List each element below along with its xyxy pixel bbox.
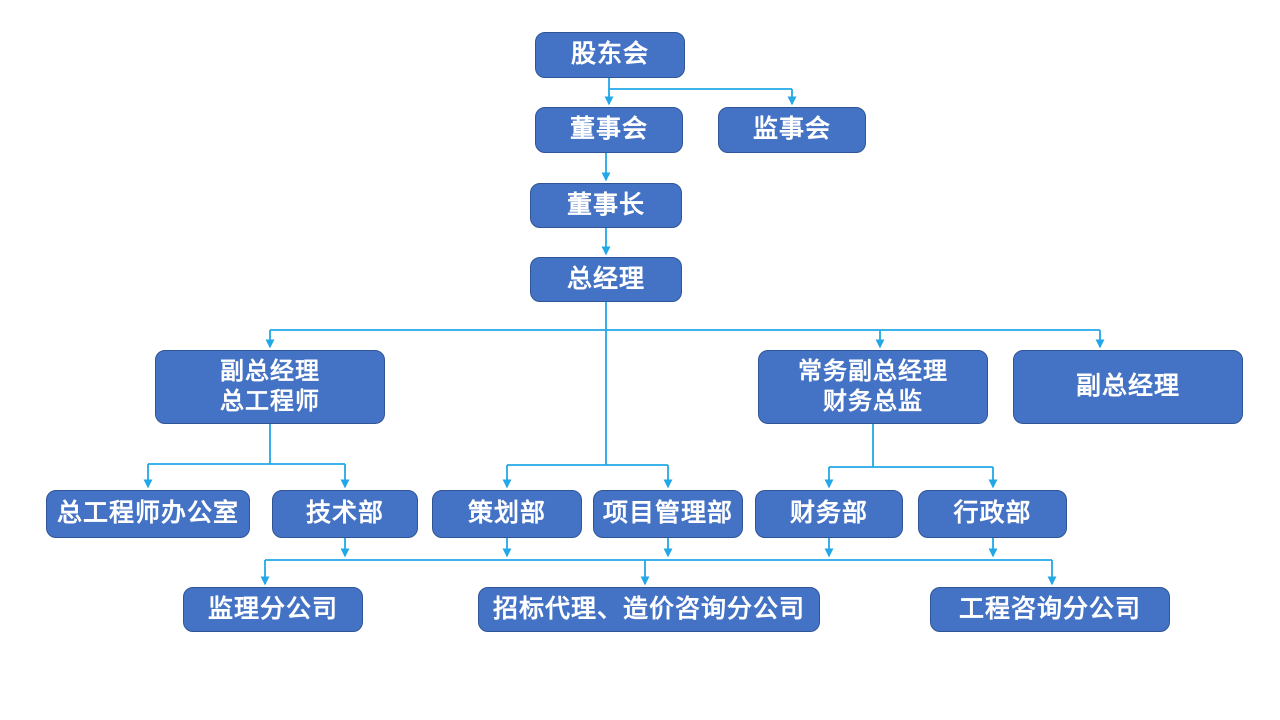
- connector-shareholders-to-supervisory: [609, 88, 797, 106]
- org-node-shareholders: 股东会: [535, 32, 685, 78]
- connector-gm-to-branch-managers: [265, 302, 1105, 349]
- connector-gm-to-middle-departments: [502, 330, 673, 489]
- org-node-supervision-branch: 监理分公司: [183, 587, 363, 632]
- org-node-engineering-consulting-branch: 工程咨询分公司: [930, 587, 1170, 632]
- org-node-project-mgmt-dept: 项目管理部: [593, 490, 743, 538]
- connector-rail-to-branch-companies: [260, 560, 1057, 586]
- org-node-finance-dept: 财务部: [755, 490, 903, 538]
- org-node-deputy-gm-chief-engineer: 副总经理 总工程师: [155, 350, 385, 424]
- org-node-board: 董事会: [535, 107, 683, 153]
- org-node-chief-engineer-office: 总工程师办公室: [46, 490, 250, 538]
- org-node-tech-dept: 技术部: [272, 490, 418, 538]
- org-node-supervisory: 监事会: [718, 107, 866, 153]
- org-node-planning-dept: 策划部: [432, 490, 582, 538]
- connector-departments-to-rail: [340, 538, 998, 558]
- connector-exec-deputy-gm-to-departments: [824, 424, 998, 489]
- connector-deputy-gm-chief-engineer-to-departments: [143, 424, 350, 489]
- org-node-admin-dept: 行政部: [918, 490, 1067, 538]
- org-node-general-manager: 总经理: [530, 257, 682, 302]
- org-node-chairman: 董事长: [530, 183, 682, 228]
- org-node-deputy-gm: 副总经理: [1013, 350, 1243, 424]
- org-node-exec-deputy-gm-cfo: 常务副总经理 财务总监: [758, 350, 988, 424]
- org-node-tender-cost-branch: 招标代理、造价咨询分公司: [478, 587, 820, 632]
